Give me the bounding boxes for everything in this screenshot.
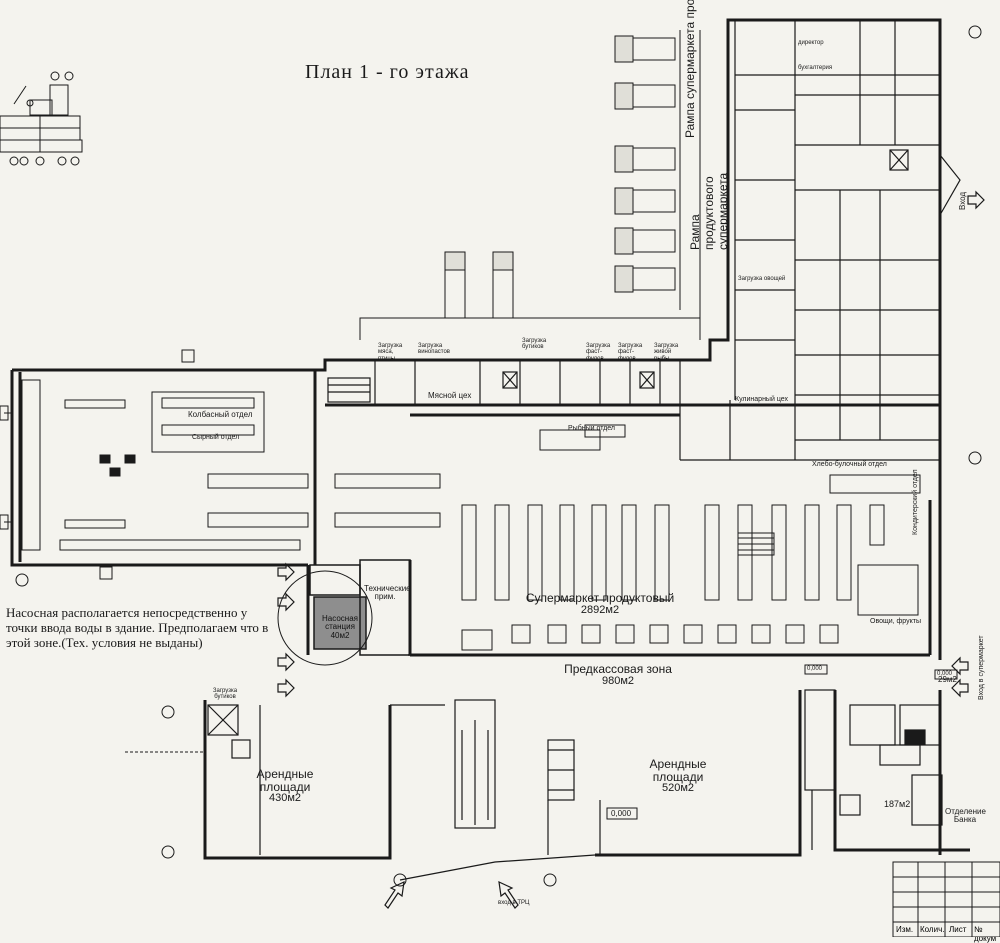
checkout-label: Предкассовая зона 980м2 bbox=[564, 663, 672, 687]
checkout-area: 980м2 bbox=[601, 674, 635, 687]
page-title: План 1 - го этажа bbox=[305, 61, 470, 83]
building-outline bbox=[10, 18, 970, 860]
supermarket-label: Супермаркет продуктовый 2892м2 bbox=[526, 592, 674, 616]
grid-axes bbox=[15, 25, 982, 887]
checkout-counters bbox=[461, 624, 839, 651]
rent-center-area: 520м2 bbox=[661, 782, 695, 795]
key-plan bbox=[0, 71, 83, 166]
rent-left-name: Арендные площади bbox=[256, 767, 314, 794]
small-area: 29м2 bbox=[938, 675, 957, 684]
supermarket-name: Супермаркет продуктовый bbox=[525, 591, 675, 605]
bank-area: 187м2 bbox=[884, 799, 911, 809]
accounting-label: бухгалтерия bbox=[798, 65, 833, 71]
level-marker-1: 0,000 bbox=[807, 666, 823, 672]
rent-center-label: Арендные площади 520м2 bbox=[638, 758, 718, 795]
loading-label-3: Загрузка бутиков bbox=[522, 338, 547, 351]
ramp-goods-label: Рампа супермаркета промтоваров bbox=[683, 0, 697, 138]
bakery-label: Хлебо-булочный отдел bbox=[812, 461, 887, 468]
bank-label: Отделение Банка bbox=[945, 807, 986, 825]
ramp-food-label: Рампа продуктового супермаркета bbox=[688, 172, 730, 250]
loading-label-1: Загрузка мяса, птицы bbox=[378, 343, 403, 362]
stamp-col-4: № докум bbox=[974, 925, 997, 943]
cheese-label: Сырный отдел bbox=[192, 434, 240, 441]
loading-rooms bbox=[327, 360, 940, 461]
culinary-label: Кулинарный цех bbox=[735, 396, 788, 403]
loading-label-2: Загрузка винопастов bbox=[418, 343, 450, 356]
entrance-mall[interactable]: вход в ТРЦ bbox=[498, 900, 530, 906]
entrance-right-middle[interactable]: Вход в супермаркет bbox=[978, 635, 985, 700]
entrance-right-top[interactable]: Вход bbox=[958, 191, 967, 210]
ramp-area bbox=[359, 30, 701, 340]
rent-left-label: Арендные площади 430м2 bbox=[245, 768, 325, 805]
level-marker-2: 0,000 bbox=[937, 671, 953, 677]
stamp-col-3: Лист bbox=[949, 925, 967, 934]
tech-label: Технические прим. bbox=[364, 584, 411, 602]
title-stamp bbox=[892, 861, 1000, 937]
stamp-col-2: Колич. bbox=[920, 925, 945, 934]
sausage-label: Колбасный отдел bbox=[188, 410, 253, 419]
service-block bbox=[734, 20, 961, 460]
loading-label-6: Загрузка живой рыбы bbox=[654, 343, 679, 362]
shelves bbox=[461, 424, 921, 616]
checkout-name: Предкассовая зона bbox=[564, 662, 672, 676]
entrance-arrows bbox=[277, 190, 985, 909]
pump-area bbox=[277, 559, 440, 666]
vegetables-label: Овощи, фрукты bbox=[870, 618, 921, 625]
rent-center-name: Арендные площади bbox=[649, 757, 707, 784]
director-label: директор bbox=[798, 40, 824, 46]
meat-label: Мясной цех bbox=[428, 391, 472, 400]
pump-area-value: 40м2 bbox=[330, 630, 350, 640]
entrance-left-boutiques[interactable]: Загрузка бутиков bbox=[212, 688, 238, 701]
pump-note: Насосная располагается непосредственно у… bbox=[6, 605, 269, 650]
supermarket-area: 2892м2 bbox=[580, 603, 620, 616]
fish-label: Рыбный отдел bbox=[568, 425, 616, 432]
loading-label-5: Загрузка фаст-фудов bbox=[618, 343, 643, 362]
loading-label-4: Загрузка фаст-фудов bbox=[586, 343, 611, 362]
rent-left-area: 430м2 bbox=[268, 792, 302, 805]
confectionery-label: Кондитерский отдел bbox=[912, 469, 919, 535]
stamp-col-1: Изм. bbox=[896, 925, 914, 934]
left-hall bbox=[0, 349, 441, 580]
pump-label: Насосная станция 40м2 bbox=[316, 614, 364, 640]
pump-name: Насосная станция bbox=[322, 614, 358, 632]
bottom-areas bbox=[207, 689, 943, 855]
level-marker-3: 0,000 bbox=[611, 809, 632, 818]
loading-vegetables-label: Загрузка овощей bbox=[738, 276, 786, 282]
